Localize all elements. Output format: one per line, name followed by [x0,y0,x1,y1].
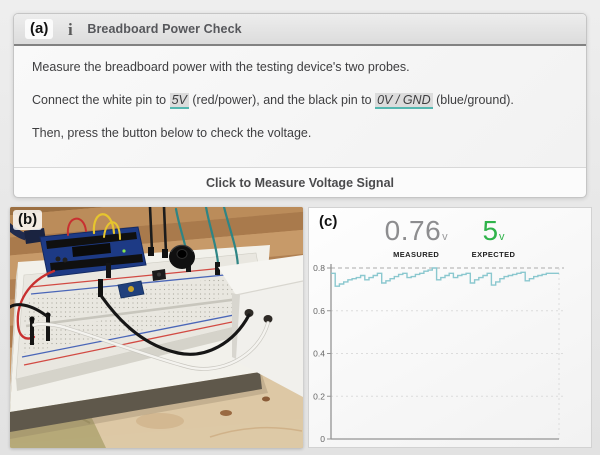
expected-unit: v [499,231,505,243]
instruction-paragraph: Then, press the button below to check th… [32,125,568,142]
measured-block: 0.76 v MEASURED [385,215,448,259]
measurement-panel: (c) 0.76 v MEASURED 5 v EXPECTED 0 0.2 0.4… [308,207,592,448]
text-run: (red/power), and the black pin to [188,93,376,107]
buzzer [169,244,195,269]
measured-unit: v [442,231,448,243]
panel-label-b: (b) [13,210,43,230]
testing-device-box [218,255,303,397]
panel-label-c: (c) [319,213,338,230]
voltage-chart: 0 0.2 0.4 0.6 0.8 [313,263,564,444]
text-run: Then, press the button below to check th… [32,126,312,140]
instruction-paragraph: Measure the breadboard power with the te… [32,59,568,76]
panel-label-a: (a) [25,19,54,39]
text-run: (blue/ground). [432,93,514,107]
voltage-series [331,267,559,287]
probe-wires [10,295,270,371]
instruction-paragraph: Connect the white pin to 5V (red/power),… [32,92,568,109]
y-tick-label: 0.2 [313,391,325,401]
measured-caption: MEASURED [393,250,440,259]
y-tick-label: 0.4 [313,349,325,359]
expected-caption: EXPECTED [471,250,516,259]
y-tick-label: 0.6 [313,306,325,316]
measured-value: 0.76 [384,215,442,246]
text-run: Measure the breadboard power with the te… [32,60,410,74]
info-icon: i [67,19,73,39]
measure-voltage-button[interactable]: Click to Measure Voltage Signal [14,167,586,197]
y-tick-label: 0 [320,434,325,444]
breadboard-photo: (b) [10,207,303,448]
panel-title: Breadboard Power Check [87,22,242,36]
expected-value: 5 [482,215,499,246]
instruction-text: Measure the breadboard power with the te… [14,46,586,168]
instruction-panel: (a) i Breadboard Power Check Measure the… [13,13,587,198]
text-run: Connect the white pin to [32,93,170,107]
push-button [152,269,166,281]
expected-block: 5 v EXPECTED [472,215,516,259]
jumper-wires [16,207,240,340]
y-tick-label: 0.8 [313,263,325,273]
breadboard-photo-svg [10,207,303,448]
voltage-readout: 0.76 v MEASURED 5 v EXPECTED [309,215,591,259]
pin-term[interactable]: 0V / GND [375,93,433,109]
pin-term[interactable]: 5V [169,93,189,109]
instruction-panel-header: (a) i Breadboard Power Check [14,14,586,46]
sensor-module [117,280,145,299]
